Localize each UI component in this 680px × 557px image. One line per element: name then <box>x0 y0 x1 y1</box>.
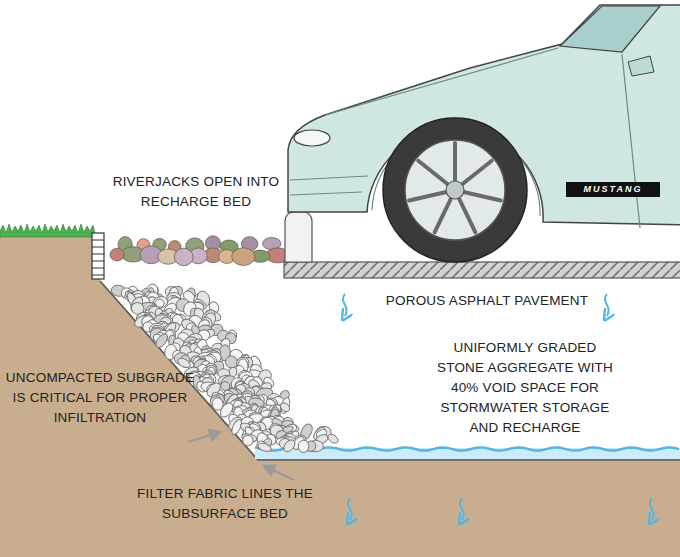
infiltration-arrow <box>460 498 464 520</box>
stone-aggregate <box>111 283 340 454</box>
wheel-spoke <box>465 192 501 200</box>
wheel-spoke <box>459 199 475 232</box>
wheel-spoke <box>453 143 457 180</box>
aggregate-stone <box>257 441 273 453</box>
badge-text: MUSTANG <box>584 185 643 194</box>
annotation-label: RIVERJACKS OPEN INTO RECHARGE BED <box>110 172 282 212</box>
leader-arrow <box>264 466 294 480</box>
annotation-label: UNCOMPACTED SUBGRADE IS CRITICAL FOR PRO… <box>0 368 200 428</box>
riverjack-stone <box>232 248 255 266</box>
infiltration-arrows <box>343 294 654 520</box>
hood-line <box>325 48 558 115</box>
infiltration-arrow <box>605 294 609 316</box>
side-mirror <box>628 56 654 76</box>
riverjack-stone <box>110 248 124 261</box>
wheel-spoke <box>463 161 492 184</box>
curb-grate-frame <box>92 233 104 279</box>
car <box>288 5 680 262</box>
wheel-spokes <box>409 143 501 232</box>
door-line <box>622 54 640 228</box>
curb-grate-bars <box>92 240 104 275</box>
porous-asphalt <box>284 262 680 278</box>
leader-arrow <box>188 432 220 442</box>
aggregate-stone <box>298 440 309 453</box>
wheel-stop <box>285 212 312 262</box>
aggregate-stone <box>282 438 298 454</box>
windshield <box>560 6 660 52</box>
rim <box>405 140 505 240</box>
aggregate-stone <box>241 433 256 448</box>
wheel-spoke <box>418 161 447 184</box>
subgrade-soil <box>0 236 680 557</box>
infiltration-arrow <box>348 498 352 520</box>
annotation-label: POROUS ASPHALT PAVEMENT <box>362 291 612 311</box>
wheel <box>383 118 527 262</box>
aggregate-stone <box>176 357 191 370</box>
bumper-line <box>290 176 368 195</box>
annotation-label: FILTER FABRIC LINES THE SUBSURFACE BED <box>132 484 318 524</box>
hub <box>446 181 464 199</box>
infiltration-arrow <box>650 498 654 520</box>
wheel-spoke <box>435 199 451 232</box>
tire <box>383 118 527 262</box>
wheel-spoke <box>409 192 445 200</box>
riverjack-stone <box>174 248 193 265</box>
infiltration-arrow <box>343 294 347 316</box>
badge-box: MUSTANG <box>566 182 660 197</box>
aggregate-stone <box>326 432 339 445</box>
headlight <box>294 130 330 146</box>
annotation-label: UNIFORMLY GRADED STONE AGGREGATE WITH 40… <box>430 338 620 438</box>
grass <box>0 224 96 237</box>
riverjack-stones <box>110 236 289 266</box>
curb-grate <box>92 233 104 279</box>
